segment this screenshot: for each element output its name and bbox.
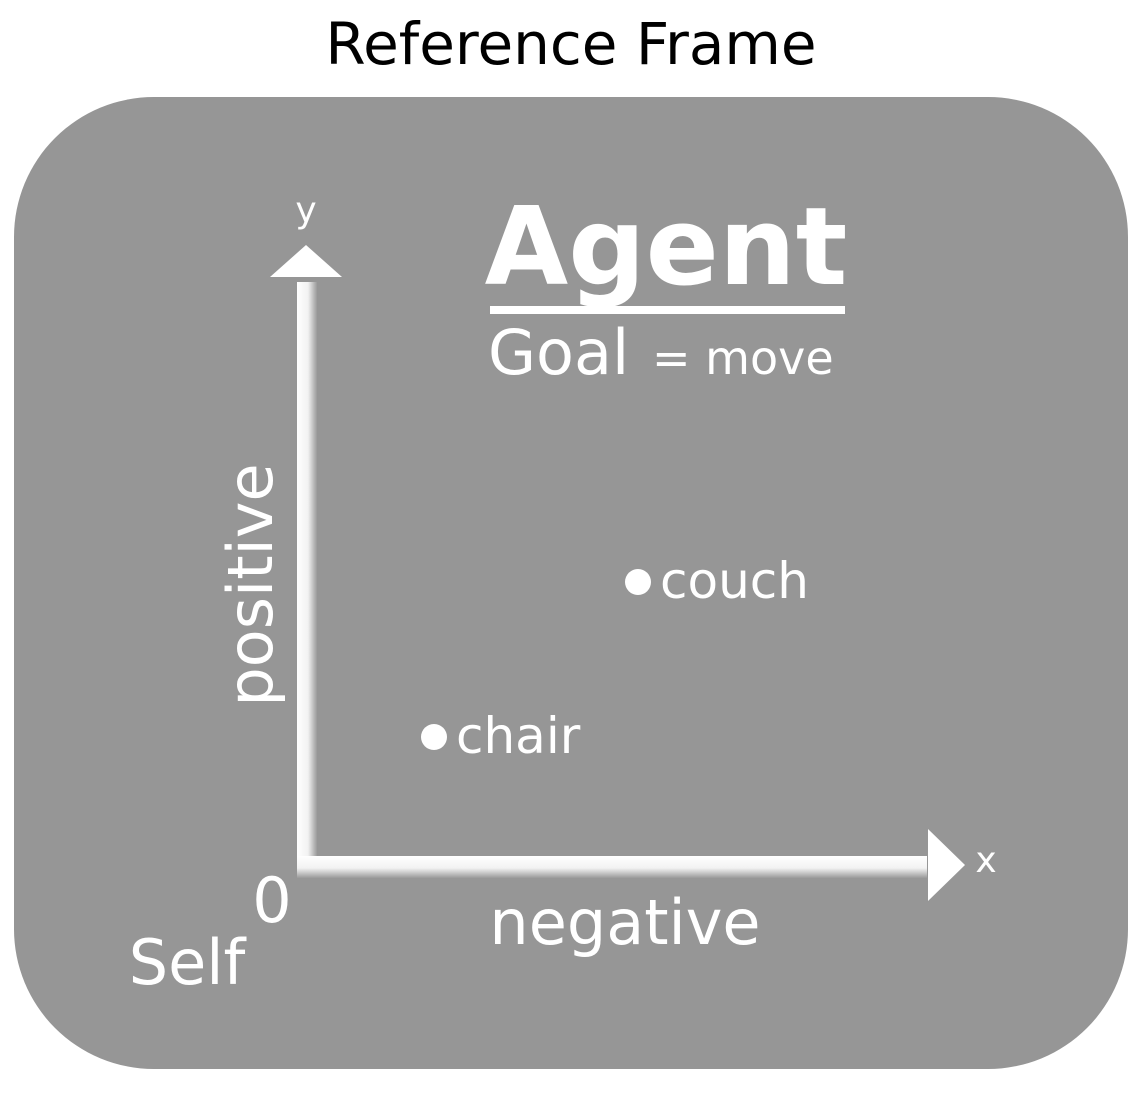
y-axis-line bbox=[297, 282, 317, 877]
goal-label: Goal bbox=[488, 316, 629, 389]
diagram-title: Reference Frame bbox=[325, 10, 817, 78]
couch-point-marker bbox=[625, 569, 651, 595]
y-direction-label: positive bbox=[214, 463, 287, 706]
reference-frame-panel bbox=[14, 97, 1128, 1069]
origin-name-label: Self bbox=[129, 926, 248, 999]
x-direction-label: negative bbox=[489, 886, 760, 959]
chair-point-marker bbox=[421, 724, 447, 750]
x-axis-label: x bbox=[975, 840, 996, 881]
origin-label: 0 bbox=[252, 864, 291, 937]
agent-heading-underline bbox=[490, 306, 845, 314]
agent-heading: Agent bbox=[485, 185, 848, 310]
goal-value: = move bbox=[652, 331, 834, 385]
couch-point-label: couch bbox=[660, 552, 809, 610]
y-axis-arrowhead bbox=[270, 245, 342, 277]
chair-point-label: chair bbox=[456, 707, 581, 765]
x-axis-arrowhead bbox=[928, 829, 965, 901]
x-axis-line bbox=[297, 856, 927, 878]
y-axis-label: y bbox=[295, 190, 316, 231]
